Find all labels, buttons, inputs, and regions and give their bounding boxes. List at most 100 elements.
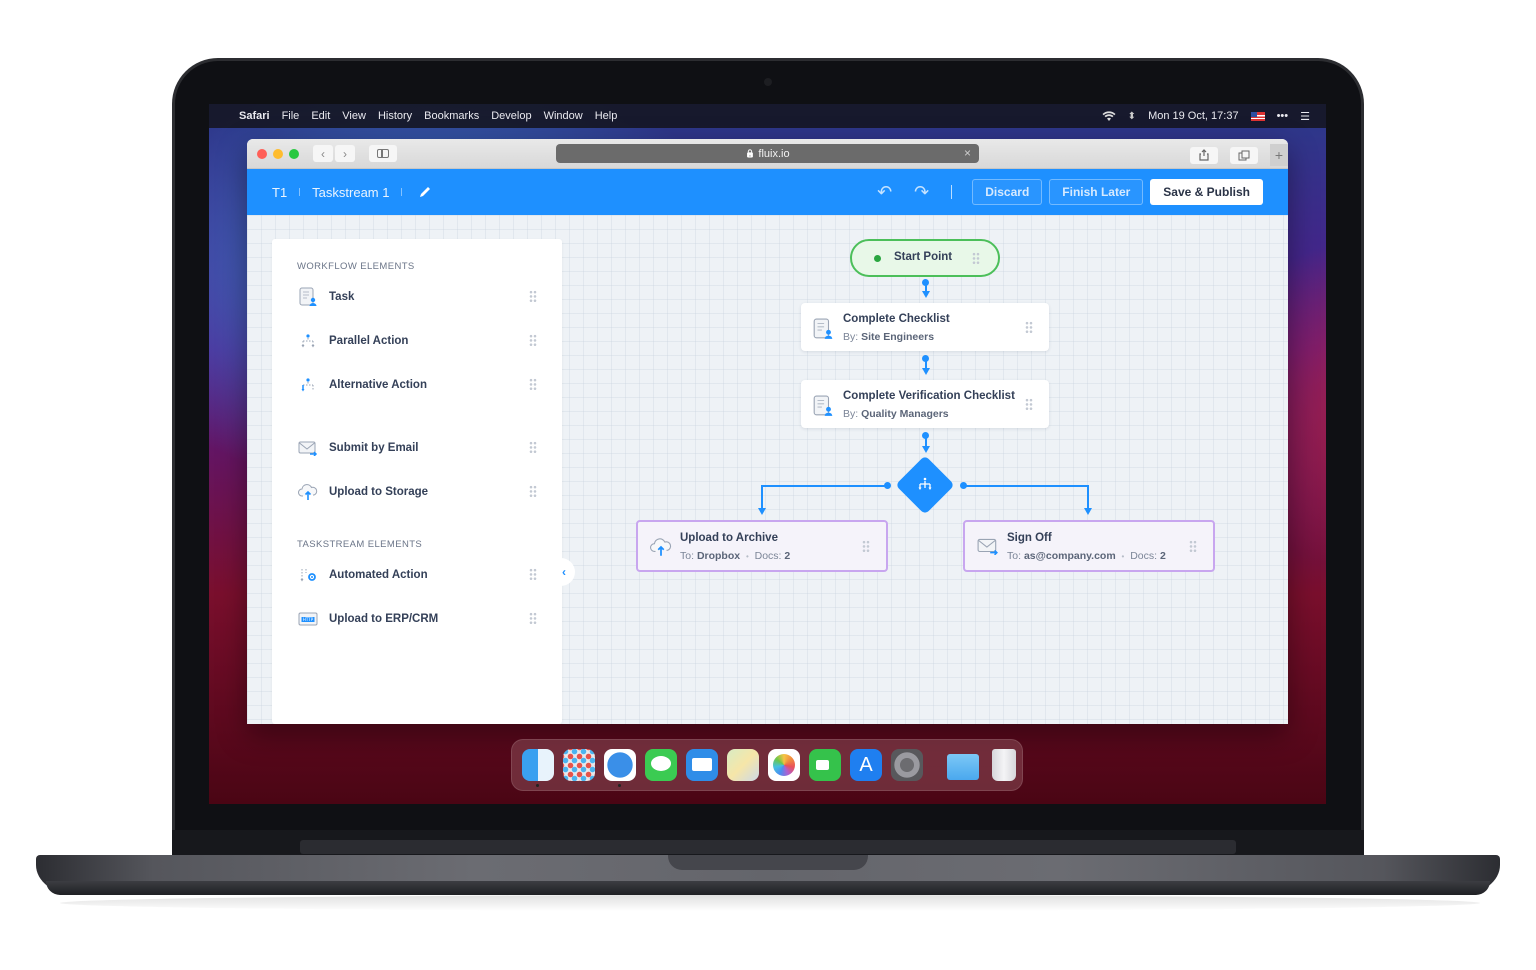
menu-window[interactable]: Window [543, 110, 583, 122]
notification-center-icon[interactable]: ☰ [1300, 110, 1310, 123]
wifi-icon[interactable] [1102, 110, 1116, 122]
drag-handle-icon[interactable] [1025, 321, 1033, 334]
element-upload-to-erp-crm[interactable]: HTTP Upload to ERP/CRM [297, 608, 537, 630]
back-button[interactable]: ‹ [313, 145, 333, 162]
dock-launchpad-icon[interactable] [563, 749, 595, 781]
breadcrumb-id[interactable]: T1 [272, 184, 288, 200]
element-label: Upload to ERP/CRM [329, 613, 439, 625]
close-window-button[interactable] [257, 148, 267, 159]
element-automated-action[interactable]: Automated Action [297, 564, 537, 586]
sidebar-icon [377, 149, 389, 158]
drag-handle-icon[interactable] [529, 612, 537, 625]
menu-help[interactable]: Help [594, 110, 618, 122]
drag-handle-icon[interactable] [862, 540, 870, 553]
element-label: Parallel Action [329, 335, 409, 347]
drag-handle-icon[interactable] [972, 252, 980, 265]
dock-facetime-icon[interactable] [809, 749, 841, 781]
element-task[interactable]: Task [297, 286, 537, 308]
dock-app-store-icon[interactable]: A [850, 749, 882, 781]
sidebar-toggle-button[interactable] [369, 145, 397, 162]
drag-handle-icon[interactable] [529, 334, 537, 347]
flow-node-sign-off[interactable]: Sign Off To: as@company.com • Docs: 2 [963, 520, 1215, 572]
share-icon [1199, 149, 1209, 161]
tabs-overview-button[interactable] [1230, 146, 1258, 164]
menu-history[interactable]: History [377, 110, 413, 122]
menu-file[interactable]: File [281, 110, 300, 122]
connector-arrow [922, 291, 930, 298]
clear-url-icon[interactable]: × [963, 146, 971, 160]
element-parallel-action[interactable]: Parallel Action [297, 330, 537, 352]
node-title: Upload to Archive [680, 532, 778, 544]
connector-line [761, 485, 763, 509]
flow-node-complete-checklist[interactable]: Complete Checklist By: Site Engineers [801, 303, 1049, 351]
start-point-node[interactable]: Start Point [850, 239, 1000, 277]
laptop-notch [668, 855, 868, 870]
dock-trash-icon[interactable] [992, 749, 1016, 781]
drag-handle-icon[interactable] [529, 290, 537, 303]
undo-button[interactable]: ↶ [877, 181, 893, 202]
element-submit-by-email[interactable]: Submit by Email [297, 437, 537, 459]
node-title: Complete Checklist [843, 313, 950, 325]
edit-pencil-icon[interactable] [418, 185, 432, 199]
dock-system-preferences-icon[interactable] [891, 749, 923, 781]
dock-mail-icon[interactable] [686, 749, 718, 781]
control-center-icon[interactable]: ⬍ [1127, 110, 1137, 122]
drag-handle-icon[interactable] [529, 441, 537, 454]
element-alternative-action[interactable]: Alternative Action [297, 374, 537, 396]
dock-folder-icon[interactable] [947, 754, 979, 780]
forward-button[interactable]: › [335, 145, 355, 162]
dock-finder-icon[interactable] [522, 749, 554, 787]
connector-arrow [1084, 508, 1092, 515]
finish-later-button[interactable]: Finish Later [1049, 179, 1144, 205]
share-button[interactable] [1190, 146, 1218, 164]
flow-node-complete-verification-checklist[interactable]: Complete Verification Checklist By: Qual… [801, 380, 1049, 428]
http-icon: HTTP [297, 609, 319, 629]
connector-dot [960, 482, 967, 489]
zoom-window-button[interactable] [289, 148, 299, 159]
more-icon[interactable]: ••• [1276, 110, 1289, 122]
dock-maps-icon[interactable] [727, 749, 759, 781]
drag-handle-icon[interactable] [1025, 398, 1033, 411]
menu-app-name[interactable]: Safari [239, 110, 270, 122]
element-upload-to-storage[interactable]: Upload to Storage [297, 481, 537, 503]
minimize-window-button[interactable] [273, 148, 283, 159]
connector-line [1087, 485, 1089, 509]
laptop-base [36, 855, 1500, 895]
save-publish-button[interactable]: Save & Publish [1150, 179, 1263, 205]
menu-edit[interactable]: Edit [311, 110, 331, 122]
clock[interactable]: Mon 19 Oct, 17:37 [1148, 110, 1239, 122]
workflow-canvas[interactable]: WORKFLOW ELEMENTS Task Parallel Action [247, 215, 1288, 724]
connector-line [925, 434, 927, 446]
dock-safari-icon[interactable] [604, 749, 636, 787]
discard-button[interactable]: Discard [972, 179, 1043, 205]
drag-handle-icon[interactable] [529, 378, 537, 391]
element-label: Upload to Storage [329, 486, 429, 498]
flow-node-upload-to-archive[interactable]: Upload to Archive To: Dropbox • Docs: 2 [636, 520, 888, 572]
breadcrumb-separator [401, 188, 403, 196]
dock: A [511, 739, 1023, 791]
url-text: fluix.io [758, 147, 790, 160]
drag-handle-icon[interactable] [529, 568, 537, 581]
automated-action-icon [297, 565, 319, 585]
node-title: Sign Off [1007, 532, 1052, 544]
dock-messages-icon[interactable] [645, 749, 677, 781]
breadcrumb-name[interactable]: Taskstream 1 [312, 184, 390, 200]
menu-develop[interactable]: Develop [491, 110, 532, 122]
collapse-panel-button[interactable]: ‹ [553, 558, 575, 586]
drag-handle-icon[interactable] [1189, 540, 1197, 553]
new-tab-button[interactable]: + [1270, 144, 1288, 166]
connector-line [767, 485, 885, 487]
drag-handle-icon[interactable] [529, 485, 537, 498]
parallel-action-icon [297, 331, 319, 351]
elements-panel: WORKFLOW ELEMENTS Task Parallel Action [272, 239, 562, 724]
menu-view[interactable]: View [342, 110, 366, 122]
dock-photos-icon[interactable] [768, 749, 800, 781]
camera [764, 78, 772, 86]
menu-bookmarks[interactable]: Bookmarks [424, 110, 480, 122]
node-subtitle: To: Dropbox • Docs: 2 [680, 550, 791, 562]
svg-text:HTTP: HTTP [303, 617, 314, 622]
redo-button[interactable]: ↷ [914, 181, 930, 202]
address-bar[interactable]: 🔒 fluix.io × [556, 144, 979, 163]
element-label: Submit by Email [329, 442, 419, 454]
input-source-flag-icon[interactable] [1250, 111, 1265, 121]
